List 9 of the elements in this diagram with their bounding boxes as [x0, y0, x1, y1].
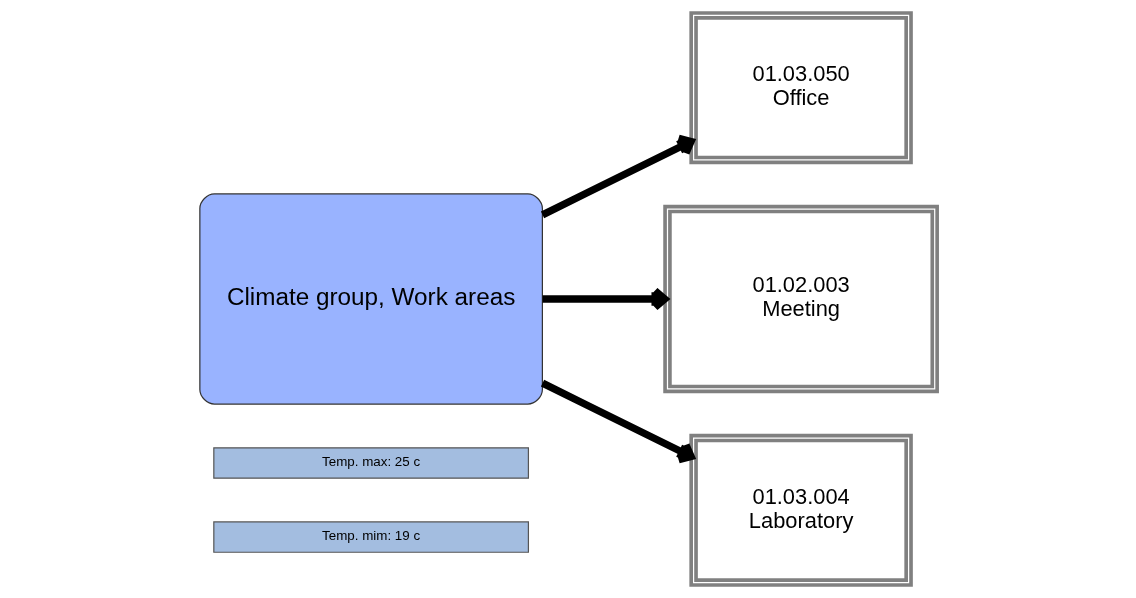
node-box: 01.02.003 Meeting [662, 204, 939, 394]
node-box: Temp. mim: 19 c [212, 521, 529, 553]
arrow [540, 379, 695, 464]
node-box: Climate group, Work areas [198, 193, 543, 405]
arrow [540, 134, 695, 219]
node-box: 01.03.050 Office [688, 11, 913, 165]
node-box: Temp. max: 25 c [212, 447, 529, 479]
node-box: 01.03.004 Laboratory [688, 433, 913, 587]
arrow [542, 287, 668, 311]
